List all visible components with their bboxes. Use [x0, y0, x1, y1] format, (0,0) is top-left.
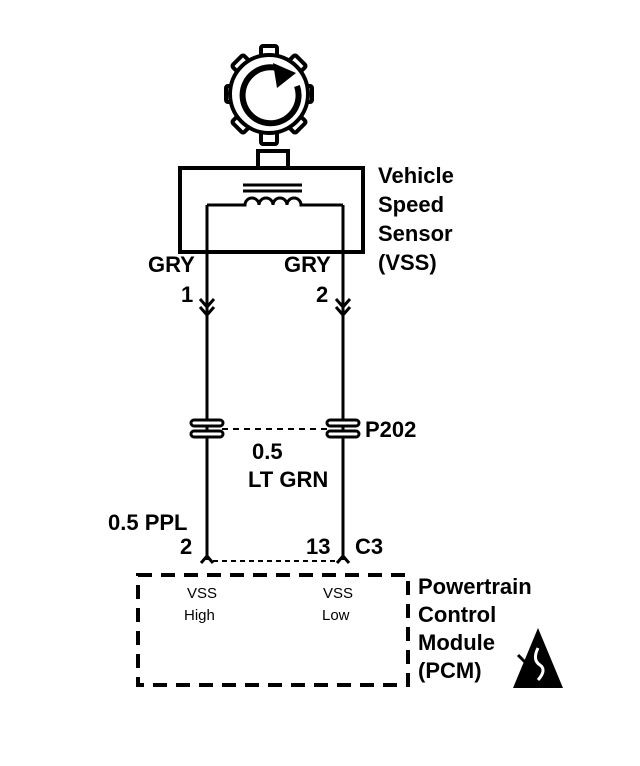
p202-label: P202 — [365, 417, 416, 442]
pcm-name-line-4: (PCM) — [418, 658, 482, 683]
connector-chevron-right — [334, 298, 352, 318]
wire-lower-right-color: LT GRN — [248, 467, 328, 492]
pcm-input-high-line-1: VSS — [187, 585, 217, 602]
connector-chevron-left — [198, 298, 216, 318]
wire-lower-left-gauge-color: 0.5 PPL — [108, 510, 187, 535]
pcm-name-line-1: Powertrain — [418, 574, 532, 599]
wire-left-color: GRY — [148, 252, 195, 277]
pcm-chevron-left — [199, 553, 215, 564]
esd-warning-icon — [513, 628, 563, 688]
sensor-body — [178, 166, 365, 254]
pcm-name-line-2: Control — [418, 602, 496, 627]
pcm-name-line-3: Module — [418, 630, 495, 655]
coil-icon — [207, 183, 343, 207]
pcm-connector-label: C3 — [355, 534, 383, 559]
wire-left-pin: 1 — [181, 282, 193, 307]
pcm-pin-right: 13 — [306, 534, 330, 559]
wire-right-pin: 2 — [316, 282, 328, 307]
pcm-pin-left: 2 — [180, 534, 192, 559]
pcm-input-high-line-2: High — [184, 607, 215, 624]
wire-right-color: GRY — [284, 252, 331, 277]
sensor-name-line-3: Sensor — [378, 221, 453, 246]
sensor-shaft — [256, 149, 290, 170]
sensor-name-line-2: Speed — [378, 192, 444, 217]
p202-connector-right — [325, 418, 361, 439]
pcm-box — [136, 573, 410, 687]
pcm-chevron-right — [335, 553, 351, 564]
rotation-arrow-icon — [239, 63, 302, 127]
p202-connector-left — [189, 418, 225, 439]
wire-lower-right-gauge: 0.5 — [252, 439, 283, 464]
pcm-input-low-line-2: Low — [322, 607, 350, 624]
sensor-name-line-1: Vehicle — [378, 163, 454, 188]
sensor-name-line-4: (VSS) — [378, 250, 437, 275]
pcm-input-low-line-1: VSS — [323, 585, 353, 602]
